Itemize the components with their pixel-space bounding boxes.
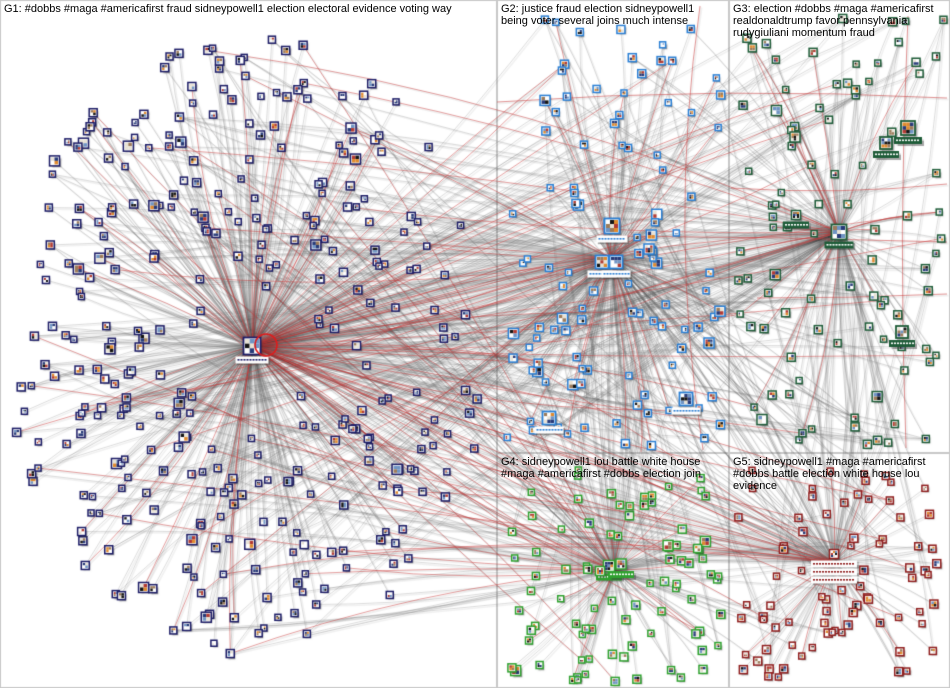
network-graph-stage: G1: #dobbs #maga #americafirst fraud sid… [0,0,950,688]
network-canvas[interactable] [0,0,950,688]
